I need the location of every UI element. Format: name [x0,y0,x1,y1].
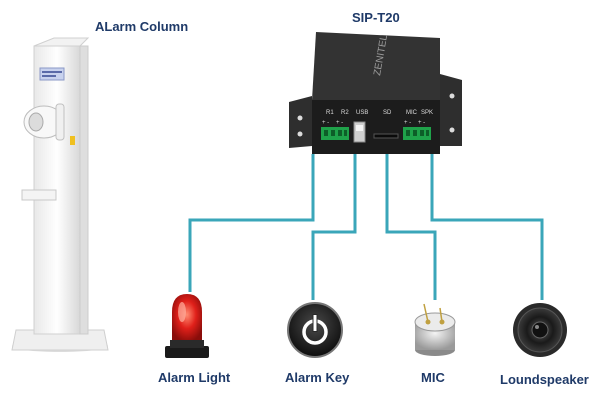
wire-alarm-key [311,154,357,300]
mic-label: MIC [421,370,445,385]
port-label-spk: SPK [421,110,433,116]
alarm-key-label: Alarm Key [285,370,350,385]
polarity-label-mic: + - [404,120,411,126]
sip-t20-device: ZENITEL R1 R2 USB SD MIC SPK + - + - + -… [289,32,462,154]
polarity-label-spk: + - [418,120,425,126]
usb-port [353,121,366,143]
polarity-label-relay: + - [322,120,329,126]
port-label-r2: R2 [341,110,349,116]
alarm-column-label: ALarm Column [95,19,189,34]
port-label-mic: MIC [406,110,418,116]
alarm-column-icon [11,37,109,352]
wire-alarm-light [188,154,315,292]
audio-terminal-block [403,127,431,140]
alarm-light-icon [165,294,209,358]
mic-icon [414,303,456,356]
loudspeaker-label: Loundspeaker [500,372,589,387]
loudspeaker-icon [513,303,567,357]
port-label-usb: USB [356,110,368,116]
alarm-key-icon [287,302,343,358]
connection-wires [188,154,544,300]
relay-terminal-block [321,127,349,140]
polarity-label-relay-2: + - [336,120,343,126]
wire-mic [385,154,437,300]
wire-loudspeaker [430,154,544,300]
port-label-sd: SD [383,110,392,116]
sd-slot [373,133,399,139]
port-label-r1: R1 [326,110,334,116]
device-label: SIP-T20 [352,10,400,25]
alarm-light-label: Alarm Light [158,370,231,385]
